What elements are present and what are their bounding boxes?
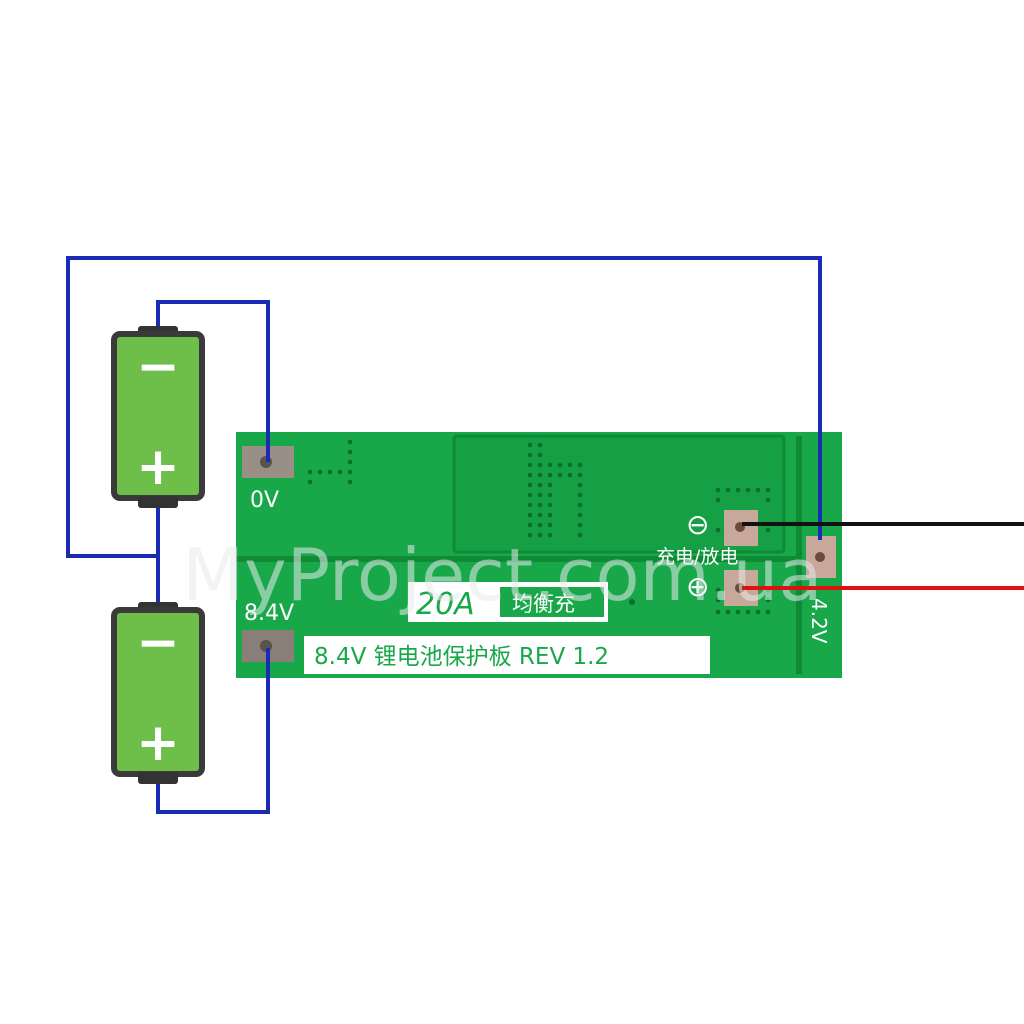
blue-wires (66, 256, 822, 814)
wire-0v (156, 300, 270, 462)
pcb-divider (236, 556, 796, 562)
cell-terminal-bottom (138, 772, 178, 784)
wire-8-4v (156, 648, 270, 814)
pad-8-4v-label: 8.4V (244, 601, 294, 626)
pad-0v-label: 0V (250, 488, 279, 513)
cell-plus-sign: + (136, 437, 180, 497)
cell-minus-sign: − (136, 337, 180, 397)
current-badge: 20A (416, 587, 475, 622)
pcb-side-divider (796, 436, 802, 674)
watermark: MyProject.com.ua (182, 533, 822, 617)
battery-cell-top: − + (111, 326, 205, 508)
battery-cell-bottom: − + (111, 602, 205, 784)
charge-discharge-label: 充电/放电 (656, 546, 738, 568)
balance-badge-box (500, 587, 604, 617)
protection-board: 0V 8.4V ⊖ ⊕ 充电/放电 4.2V 20A 均衡充 8.4V 锂电池保… (236, 432, 842, 678)
cell-minus-sign: − (136, 613, 180, 673)
via-pattern (307, 439, 771, 615)
title-strip: 8.4V 锂电池保护板 REV 1.2 (314, 644, 609, 670)
balance-badge: 均衡充 (512, 592, 575, 616)
side-voltage-label: 4.2V (807, 598, 831, 644)
cell-terminal-bottom (138, 496, 178, 508)
cell-plus-sign: + (136, 713, 180, 773)
pcb-mosfet-area (452, 434, 786, 554)
plus-symbol: ⊕ (686, 570, 709, 603)
title-strip-box (304, 636, 710, 674)
minus-symbol: ⊖ (686, 508, 709, 541)
wire-balance-4-2v (66, 256, 822, 558)
